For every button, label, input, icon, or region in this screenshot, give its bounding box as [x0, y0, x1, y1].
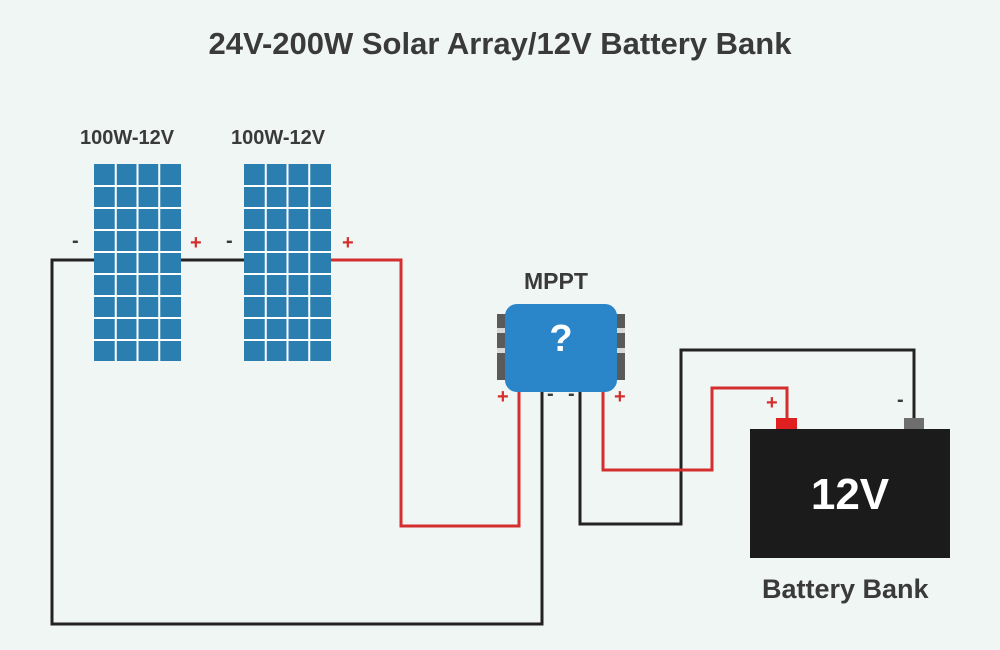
battery-voltage: 12V	[810, 470, 890, 519]
panel-2-positive-sign: +	[342, 232, 354, 254]
battery-body	[750, 429, 950, 558]
panel-2-label: 100W-12V	[231, 127, 326, 149]
wire-mppt-pos-to-battery	[601, 386, 789, 472]
battery-negative-sign: -	[897, 389, 904, 411]
solar-panel-1	[94, 164, 181, 361]
solar-panel-2	[244, 164, 331, 361]
panel-2-negative-sign: -	[226, 230, 233, 252]
panel-grid-lines	[94, 164, 181, 361]
mppt-positive-terminal-sign: +	[497, 386, 509, 408]
mppt-positive-terminal-sign-2: +	[614, 386, 626, 408]
battery-bank-label: Battery Bank	[762, 574, 929, 604]
mppt-controller	[497, 304, 625, 392]
mppt-label: MPPT	[524, 268, 588, 294]
positive-wires	[331, 258, 789, 528]
panel-grid-lines	[244, 164, 331, 361]
wire-mppt-neg-to-battery	[578, 348, 916, 526]
battery-positive-sign: +	[766, 392, 778, 414]
mppt-negative-terminal-sign-2: -	[568, 383, 575, 405]
panel-1-negative-sign: -	[72, 230, 79, 252]
wire-panel2-pos-to-mppt	[331, 258, 521, 528]
wire-panel1-neg-to-mppt	[50, 258, 544, 626]
battery	[750, 418, 950, 558]
mppt-question-mark: ?	[549, 318, 573, 360]
panel-1-positive-sign: +	[190, 232, 202, 254]
negative-wires	[50, 258, 916, 626]
battery-negative-terminal	[904, 418, 924, 430]
mppt-body	[505, 304, 617, 392]
diagram-title: 24V-200W Solar Array/12V Battery Bank	[208, 26, 792, 61]
mppt-negative-terminal-sign: -	[547, 383, 554, 405]
panel-1-label: 100W-12V	[80, 127, 175, 149]
battery-positive-terminal	[776, 418, 797, 430]
